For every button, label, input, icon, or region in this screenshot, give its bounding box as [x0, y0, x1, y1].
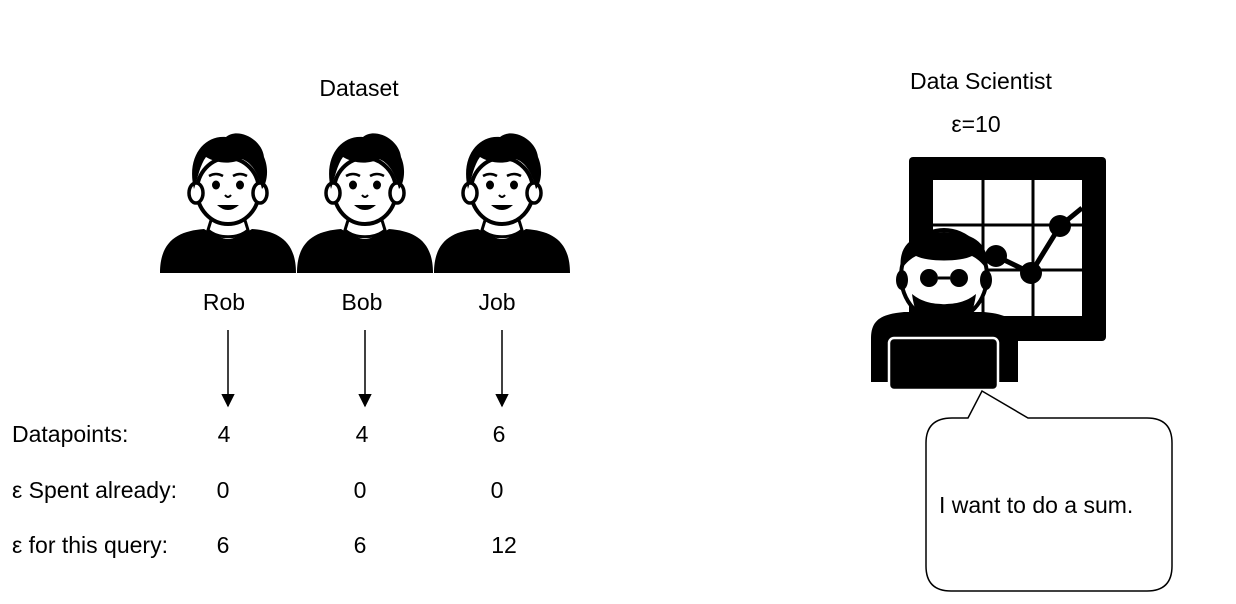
row-label-query-cost: ε for this query:	[12, 532, 168, 558]
cell-query-cost-bob: 6	[353, 532, 367, 558]
cell-spent-job: 0	[490, 477, 504, 503]
cell-datapoints-job: 6	[492, 421, 506, 447]
cell-query-cost-rob: 6	[216, 532, 230, 558]
dataset-title: Dataset	[319, 75, 399, 101]
cell-spent-bob: 0	[353, 477, 367, 503]
person-icon	[432, 131, 572, 275]
person-icon	[158, 131, 298, 275]
cell-datapoints-bob: 4	[355, 421, 369, 447]
row-label-spent: ε Spent already:	[12, 477, 177, 503]
cell-spent-rob: 0	[216, 477, 230, 503]
cell-datapoints-rob: 4	[217, 421, 231, 447]
person-icon	[295, 131, 435, 275]
speech-bubble	[925, 389, 1173, 592]
person-name-bob: Bob	[341, 289, 383, 315]
row-label-datapoints: Datapoints:	[12, 421, 129, 447]
scientist-title: Data Scientist	[910, 68, 1052, 94]
person-name-job: Job	[478, 289, 516, 315]
epsilon-budget: ε=10	[951, 111, 1001, 137]
cell-query-cost-job: 12	[491, 532, 517, 558]
speech-text: I want to do a sum.	[939, 492, 1134, 518]
person-name-rob: Rob	[202, 289, 246, 315]
laptop-icon	[887, 336, 1000, 392]
